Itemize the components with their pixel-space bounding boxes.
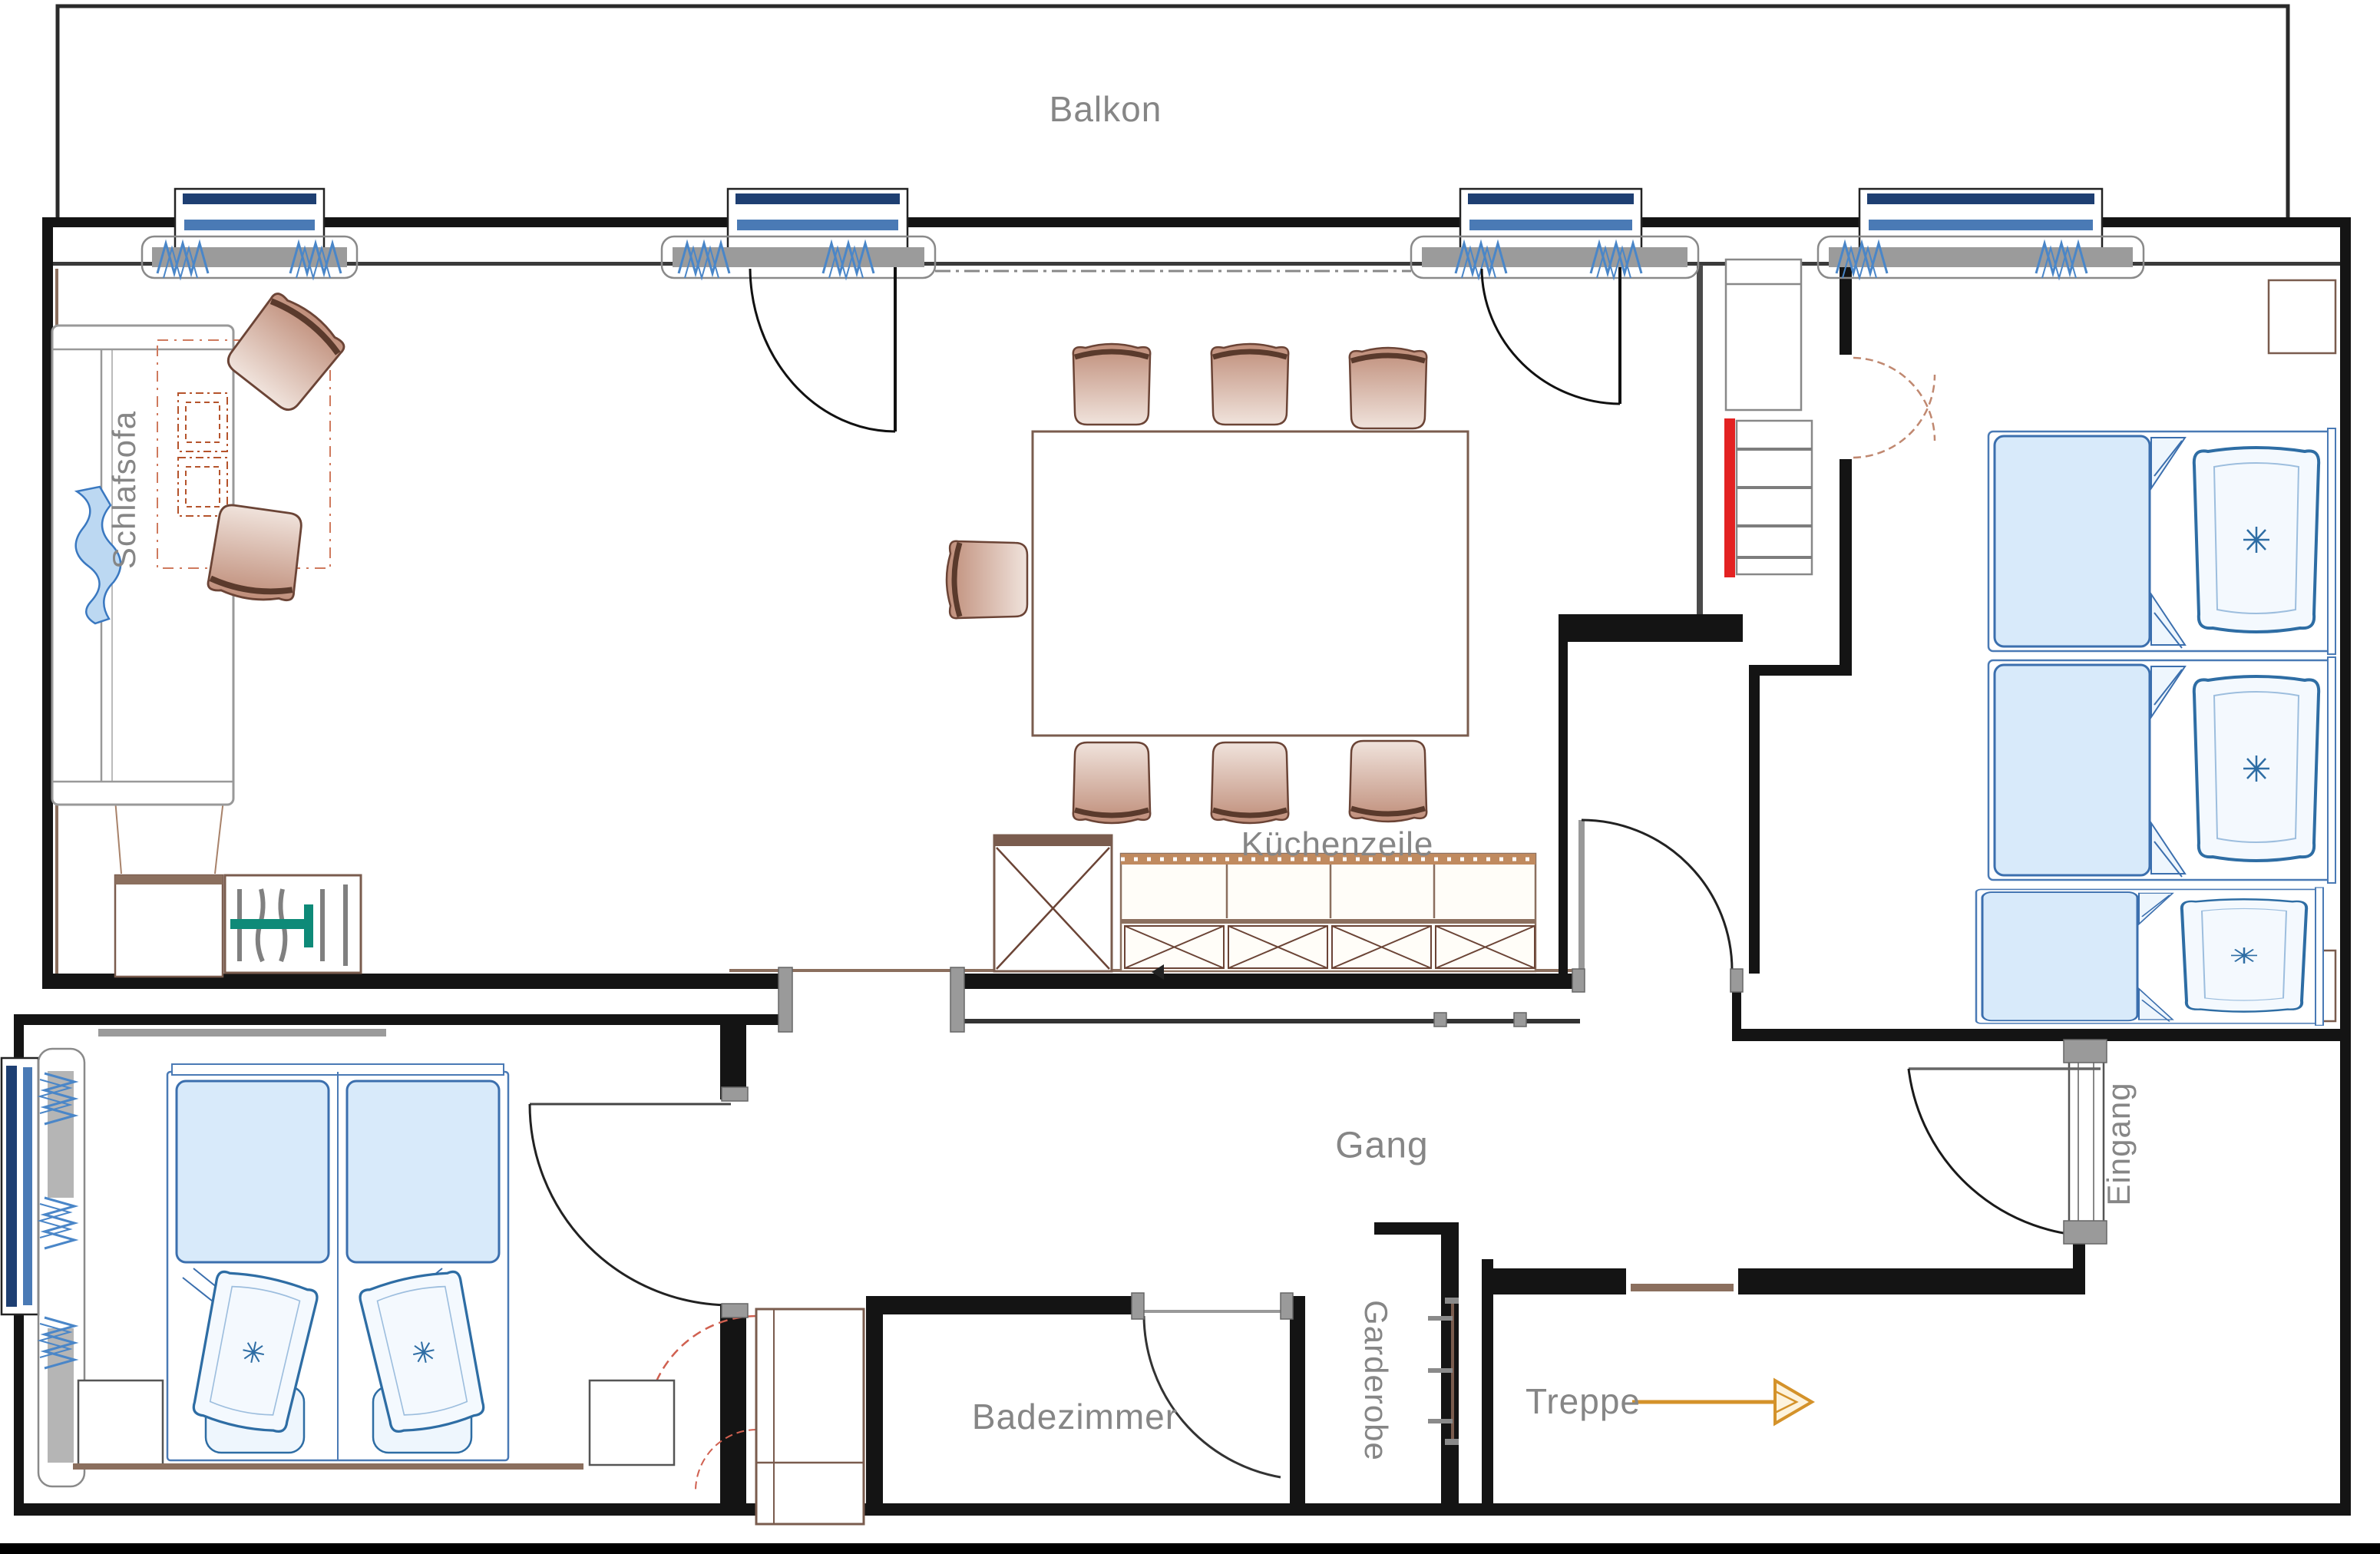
dining-chair (1350, 741, 1426, 822)
double-bed (166, 1063, 510, 1462)
window-bedroom-left (0, 1056, 40, 1316)
dining-chair (1350, 348, 1426, 428)
stairs-threshold (1626, 1279, 1738, 1298)
radiator-icon (660, 235, 937, 279)
single-bed (1976, 888, 2323, 1025)
blanket-icon (74, 485, 122, 625)
room-label-hallway: Gang (1335, 1125, 1429, 1166)
room-label-stairs: Treppe (1525, 1381, 1641, 1421)
nightstand (2267, 279, 2337, 355)
living-room (51, 288, 362, 978)
dining-chair (1073, 344, 1150, 425)
shelf-unit (1735, 419, 1813, 576)
room-label-balcony: Balkon (1049, 89, 1162, 129)
dining-area (947, 344, 1469, 823)
single-bed (1988, 428, 2335, 654)
living-closet (114, 874, 224, 978)
doors (107, 267, 2105, 1490)
room-label-sleeper-sofa: Schlafsofa (106, 410, 142, 570)
walls (0, 217, 2380, 1554)
kitchen-mark (1152, 964, 1164, 980)
kitchen-unit (993, 834, 1537, 980)
nightstand (588, 1379, 676, 1466)
coffee-table (177, 392, 228, 517)
room-label-bathroom: Badezimmer (971, 1397, 1178, 1437)
hall-closet (755, 1308, 865, 1526)
balcony (55, 4, 2290, 223)
room-label-kitchenette: Küchenzeile (1241, 825, 1434, 863)
arm-chair (207, 503, 305, 604)
sideboard (223, 874, 362, 974)
door-posts (721, 967, 2107, 1320)
plant-icon (230, 919, 313, 929)
radiators (37, 235, 2145, 1488)
room-label-entrance: Eingang (2101, 1082, 2137, 1206)
wardrobe-rail (1428, 1298, 1459, 1445)
nightstand (77, 1379, 164, 1466)
radiator-line (98, 1029, 386, 1037)
dining-chair (947, 541, 1027, 618)
dining-chair (1211, 742, 1288, 823)
bedroom-right (1724, 258, 2337, 1025)
room-label-wardrobe: Garderobe (1358, 1300, 1394, 1461)
dining-chair (1211, 344, 1288, 425)
curtain-icon (37, 1047, 86, 1488)
bedroom-left (73, 1063, 865, 1526)
dining-table (1031, 430, 1469, 737)
dining-chair (1073, 742, 1150, 823)
radiator-icon (1816, 235, 2145, 279)
red-panel (1724, 418, 1735, 577)
radiator-icon (140, 235, 359, 279)
single-bed (1988, 657, 2335, 883)
stairs-direction-arrow-icon (1632, 1377, 1815, 1427)
baseboard (73, 1463, 583, 1470)
radiator-icon (1410, 235, 1700, 279)
niche-closet (1724, 258, 1803, 412)
